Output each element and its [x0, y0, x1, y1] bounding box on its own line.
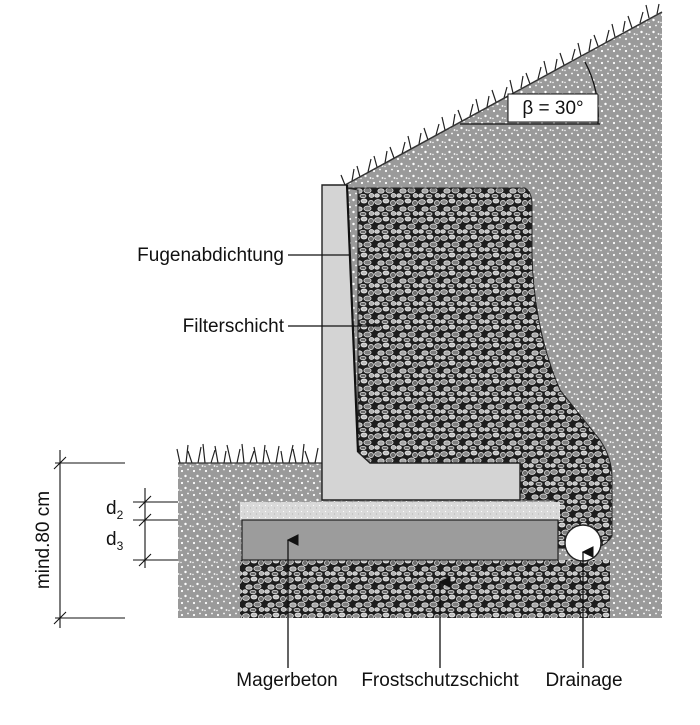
label-magerbeton: Magerbeton	[236, 670, 337, 691]
svg-text:Fugenabdichtung: Fugenabdichtung	[137, 245, 284, 266]
d2-label: d2	[106, 498, 124, 522]
svg-text:Filterschicht: Filterschicht	[183, 316, 285, 337]
slope-angle-indicator: β = 30°	[460, 61, 600, 125]
depth-label: mind.80 cm	[33, 491, 54, 589]
depth-dimension	[53, 450, 125, 628]
fine-layer-d2	[240, 502, 560, 520]
label-drainage: Drainage	[545, 670, 622, 691]
label-frostschutzschicht: Frostschutzschicht	[361, 670, 519, 691]
label-fugenabdichtung: Fugenabdichtung	[137, 245, 350, 266]
frost-protection-layer	[240, 560, 610, 618]
layer-thickness-dimension	[133, 488, 178, 568]
grass-ground	[176, 443, 319, 464]
label-filterschicht: Filterschicht	[183, 316, 380, 337]
lean-concrete-layer	[241, 519, 559, 561]
grass-slope	[340, 3, 660, 186]
d3-label: d3	[106, 529, 124, 553]
angle-label: β = 30°	[522, 98, 583, 119]
